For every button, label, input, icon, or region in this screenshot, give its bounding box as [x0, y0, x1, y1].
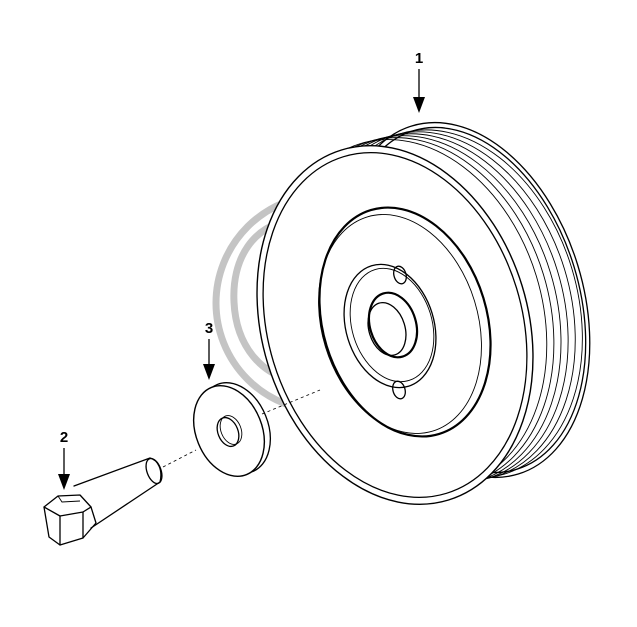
- callout-label-1: 1: [415, 50, 423, 67]
- center-line: [162, 389, 321, 468]
- callout-2: 2: [58, 429, 70, 490]
- callout-3: 3: [203, 320, 215, 380]
- callout-label-2: 2: [60, 429, 68, 446]
- callout-label-3: 3: [205, 320, 213, 337]
- bolt: [43, 457, 163, 546]
- callout-1: 1: [413, 50, 425, 113]
- pulley: [256, 121, 591, 505]
- washer: [192, 382, 271, 477]
